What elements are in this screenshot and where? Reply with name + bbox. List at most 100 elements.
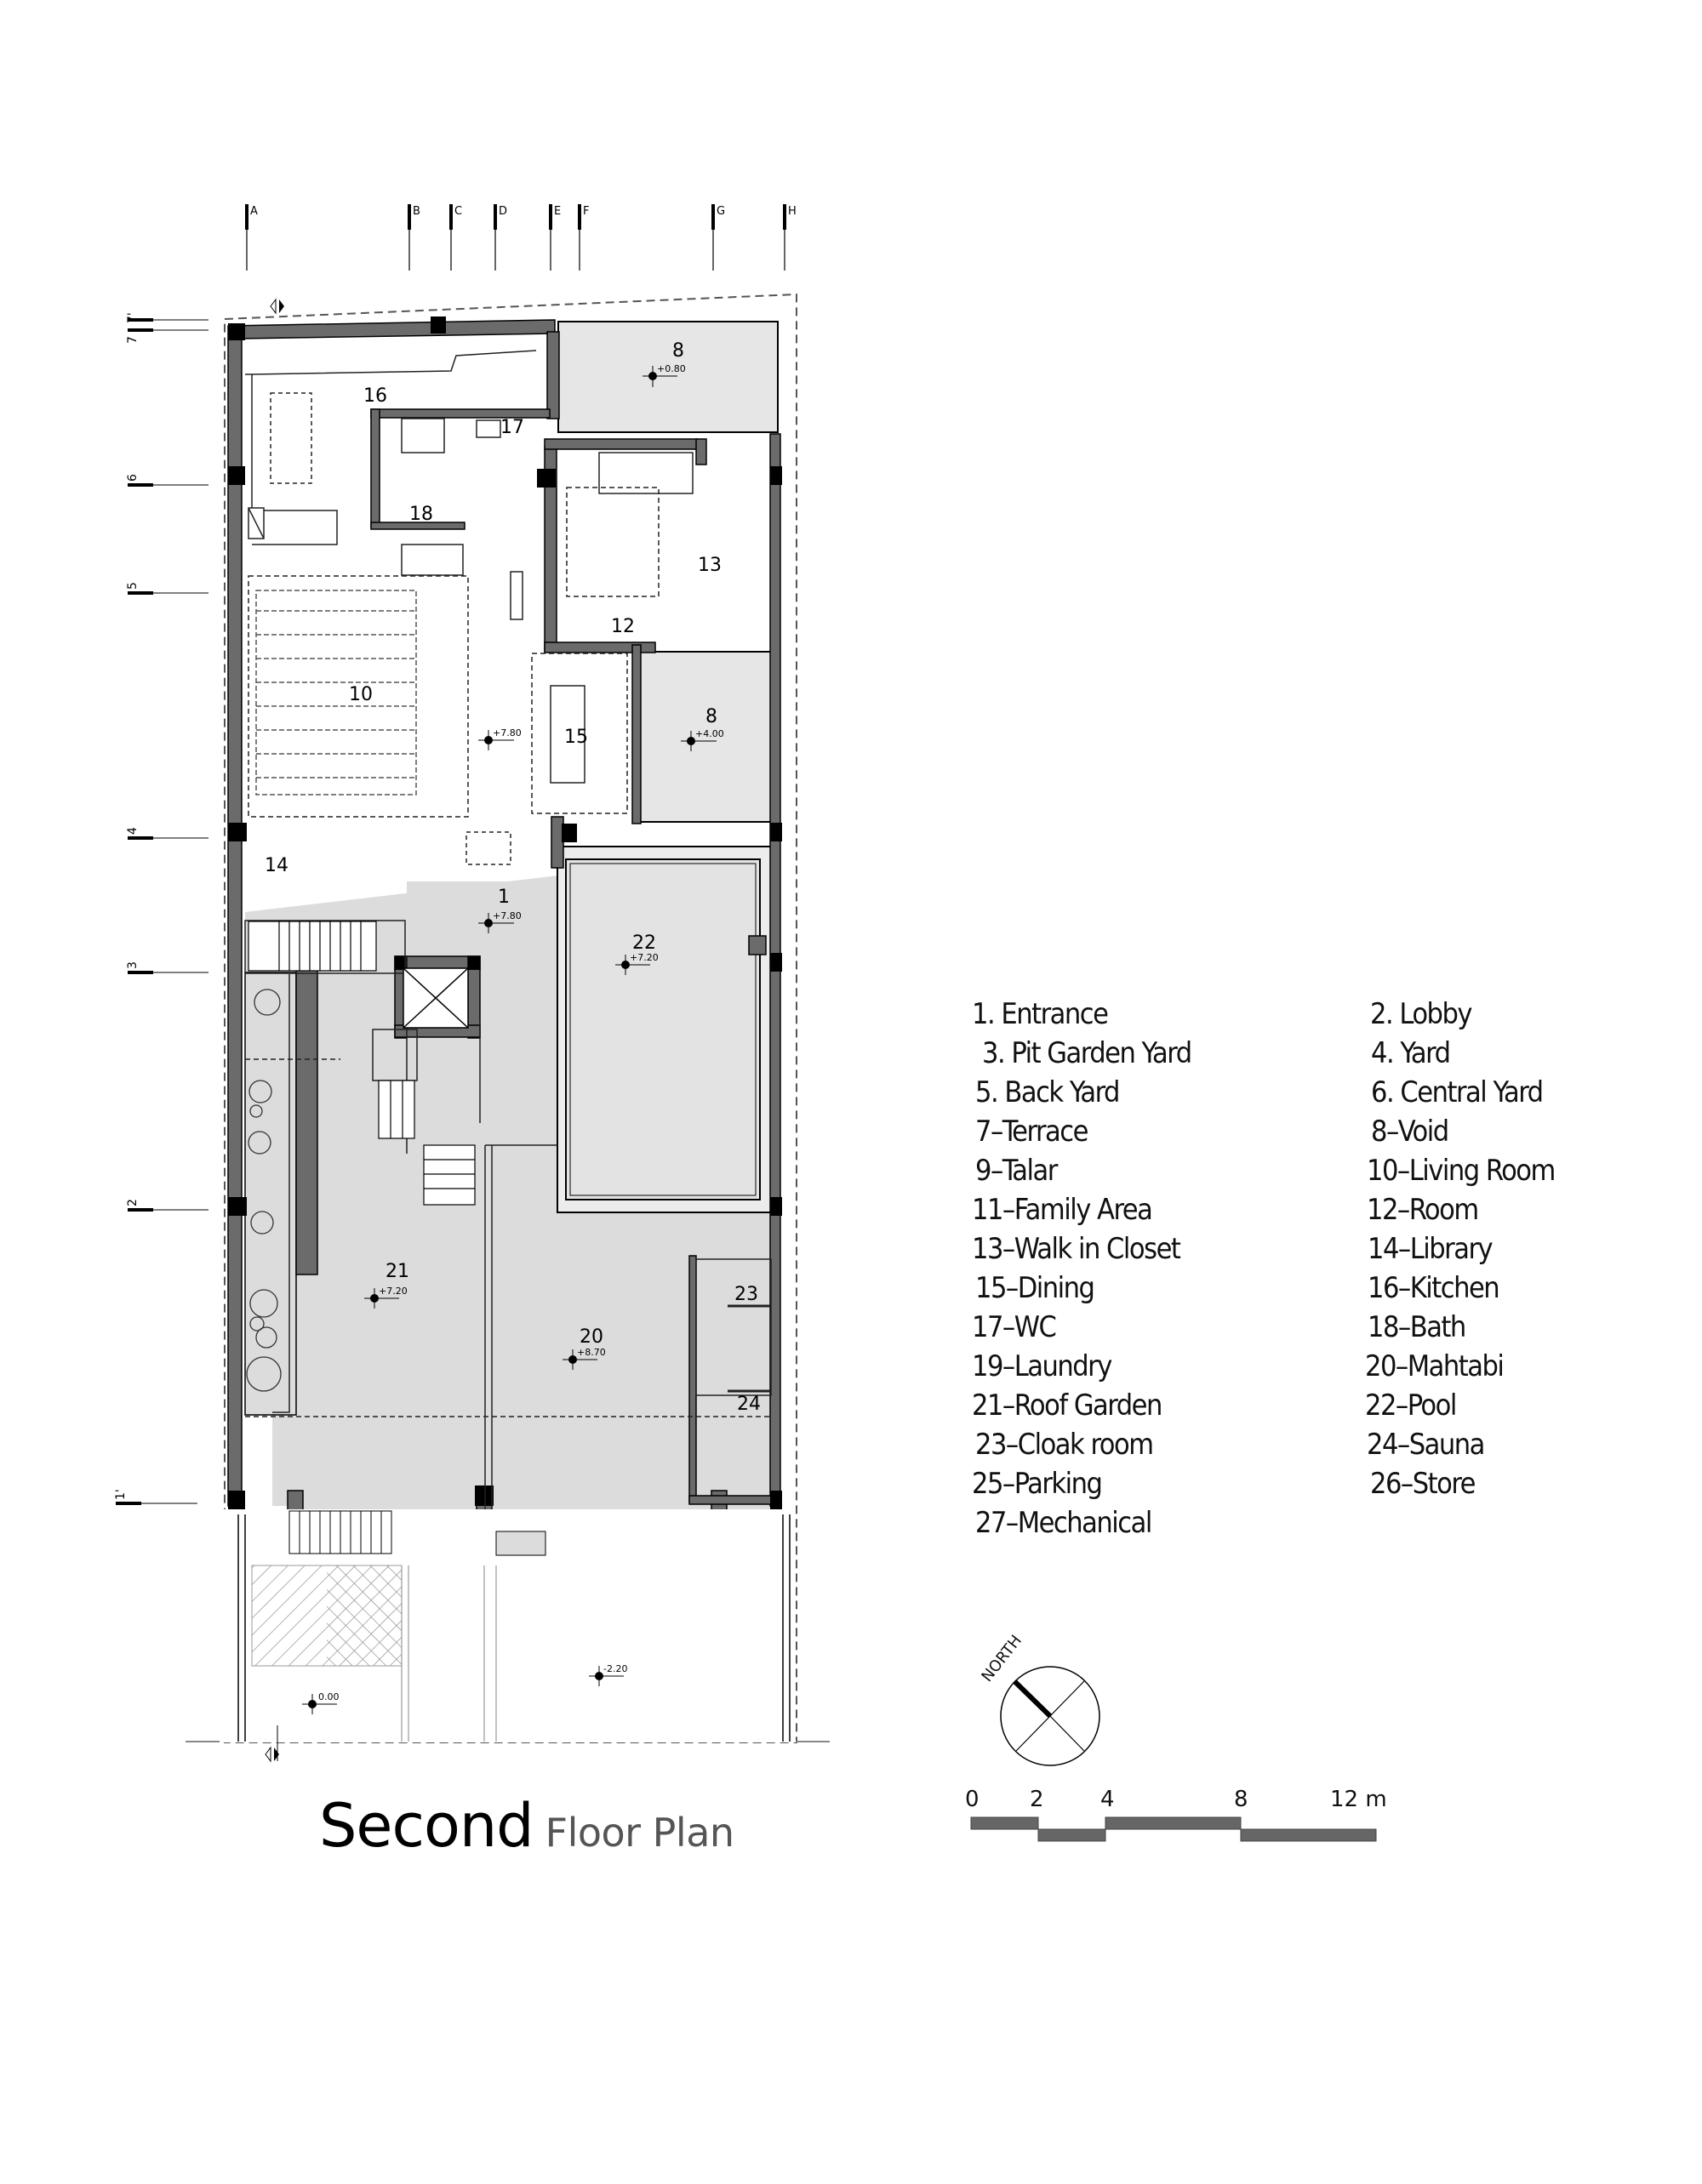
room-tag-entrance: 1 [498,887,510,908]
room-tag-roof-garden: 21 [386,1261,409,1282]
grid-label-e: E [554,205,561,218]
level-marker: -2.20 [589,1663,627,1686]
svg-text:+7.20: +7.20 [379,1286,408,1297]
grid-label-1-prime: 1' [114,1489,128,1500]
legend-item: 4. Yard [1371,1036,1451,1070]
room-tag-living-room: 10 [349,684,373,705]
bottom-yard [220,1509,796,1742]
legend-item: 22–Pool [1365,1389,1457,1423]
section-markers [265,298,284,1763]
grid-label-h: H [788,205,797,218]
grid-row-markers [116,318,208,1505]
legend-item: 15–Dining [975,1271,1095,1305]
grid-label-b: B [413,205,420,218]
scale-tick-0: 0 [965,1787,980,1812]
level-marker: +7.80 [478,727,522,750]
room-tag-mahtabi: 20 [580,1326,603,1348]
room-tag-walk-in-closet: 13 [698,555,722,576]
grid-label-7-prime: 7' [126,312,140,323]
svg-text:+7.80: +7.80 [493,727,522,738]
grid-label-a: A [250,205,258,218]
elevator [403,967,469,1029]
room-tag-pool: 22 [632,932,656,954]
legend-item: 19–Laundry [972,1349,1112,1383]
scale-tick-8: 8 [1234,1787,1248,1812]
legend-item: 2. Lobby [1370,997,1472,1031]
grid-label-5: 5 [126,582,140,590]
legend-item: 24–Sauna [1367,1428,1485,1462]
scale-tick-2: 2 [1030,1787,1044,1812]
legend-item: 3. Pit Garden Yard [982,1036,1192,1070]
legend-item: 12–Room [1367,1193,1479,1227]
grid-label-3: 3 [126,961,140,969]
scale-tick-12: 12 m [1330,1787,1387,1812]
level-marker: +7.80 [478,910,522,933]
grid-column-markers [245,204,786,271]
title-sub: Floor Plan [545,1810,734,1856]
legend-item: 5. Back Yard [975,1075,1120,1109]
svg-text:+0.80: +0.80 [657,363,686,374]
legend-item: 10–Living Room [1367,1154,1556,1188]
svg-text:0.00: 0.00 [318,1691,340,1702]
legend-item: 9–Talar [975,1154,1058,1188]
planter-strip [244,972,297,1416]
interior-details [244,350,772,1553]
level-marker: +4.00 [681,728,724,751]
legend-item: 21–Roof Garden [972,1389,1162,1423]
level-markers: +0.80 +7.80 +4.00 +7.80 +7.20 +7.20 +8.7… [302,363,724,1714]
room-tag-void-mid: 8 [705,706,717,727]
legend-item: 20–Mahtabi [1365,1349,1505,1383]
room-tags: 8 16 17 18 13 12 10 15 8 14 1 22 21 20 2… [265,340,761,1415]
room-tag-void-top: 8 [672,340,684,362]
legend-item: 8–Void [1371,1115,1449,1149]
pool [557,846,773,1213]
level-marker: +7.20 [615,952,659,975]
svg-text:+8.70: +8.70 [577,1347,606,1358]
legend-item: 13–Walk in Closet [972,1232,1181,1266]
legend-item: 23–Cloak room [975,1428,1154,1462]
svg-text:+4.00: +4.00 [695,728,724,739]
legend-item: 14–Library [1368,1232,1494,1266]
grid-label-2: 2 [126,1199,140,1206]
legend-item: 1. Entrance [972,997,1109,1031]
room-tag-wc: 17 [500,417,524,438]
structural-columns [228,316,782,1509]
room-tag-bath: 18 [409,504,433,525]
grid-label-7: 7 [126,336,140,344]
level-marker: +8.70 [563,1347,606,1370]
room-tag-kitchen: 16 [363,385,387,407]
north-arrow [1000,1666,1100,1766]
level-marker: +0.80 [643,363,686,387]
legend-item: 16–Kitchen [1368,1271,1500,1305]
scale-bar [970,1816,1377,1842]
svg-text:+7.20: +7.20 [630,952,659,963]
legend-item: 27–Mechanical [975,1506,1152,1540]
scale-tick-4: 4 [1100,1787,1115,1812]
level-marker: 0.00 [302,1691,340,1714]
grid-label-g: G [717,205,725,218]
grid-label-c: C [454,205,462,218]
grid-column-labels: A B C D E F G H [250,205,797,218]
void-mid-right [636,651,775,823]
level-marker: +7.20 [364,1286,408,1309]
svg-text:-2.20: -2.20 [603,1663,627,1674]
room-tag-dining: 15 [564,727,588,748]
grid-label-f: F [583,205,589,218]
legend-item: 7–Terrace [975,1115,1088,1149]
legend-item: 25–Parking [972,1467,1103,1501]
room-tag-sauna: 24 [737,1394,761,1415]
svg-text:+7.80: +7.80 [493,910,522,921]
void-top-right [557,321,779,433]
room-tag-cloak-room: 23 [734,1284,758,1305]
grid-row-labels: 7' 7 6 5 4 3 2 1' [114,312,140,1500]
legend-item: 26–Store [1370,1467,1476,1501]
legend-item: 6. Central Yard [1371,1075,1544,1109]
room-tag-library: 14 [265,855,288,876]
grid-label-6: 6 [126,474,140,482]
legend-item: 17–WC [972,1310,1057,1344]
stairs [248,921,476,1206]
entrance-lobby-floor [407,881,560,932]
title-main: Second [319,1791,534,1861]
